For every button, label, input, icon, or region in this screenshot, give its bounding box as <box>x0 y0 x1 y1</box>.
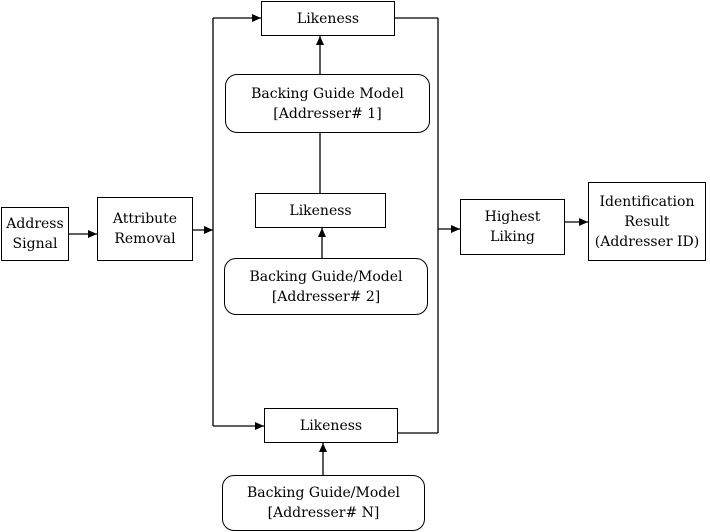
likeness-2-box: Likeness <box>255 193 386 228</box>
identification-result-line1: Identification <box>599 193 695 210</box>
model-2-box: Backing Guide/Model [Addresser# 2] <box>224 258 428 315</box>
model-n-line1: Backing Guide/Model <box>247 485 400 501</box>
likeness-n-label: Likeness <box>299 417 363 434</box>
likeness-1-label: Likeness <box>296 10 360 27</box>
identification-result-line2: Result <box>624 213 670 230</box>
address-signal-line1: Address <box>6 216 64 232</box>
likeness-1-box: Likeness <box>261 1 395 36</box>
address-signal-line2: Signal <box>12 236 58 252</box>
likeness-n-box: Likeness <box>264 408 398 443</box>
model-1-line1: Backing Guide Model <box>251 85 404 102</box>
attribute-removal-line2: Removal <box>114 231 176 247</box>
model-1-line2: [Addresser# 1] <box>273 105 382 122</box>
model-n-line2: [Addresser# N] <box>267 505 380 521</box>
address-signal-box: Address Signal <box>1 207 69 261</box>
model-2-line2: [Addresser# 2] <box>271 288 381 305</box>
likeness-2-label: Likeness <box>289 202 352 219</box>
highest-liking-box: Highest Liking <box>460 199 565 255</box>
highest-liking-line2: Liking <box>490 229 535 245</box>
attribute-removal-line1: Attribute <box>112 211 178 227</box>
identification-result-box: Identification Result (Addresser ID) <box>588 182 706 261</box>
model-1-box: Backing Guide Model [Addresser# 1] <box>225 74 430 133</box>
identification-result-line3: (Addresser ID) <box>594 233 700 250</box>
highest-liking-line1: Highest <box>484 209 541 225</box>
model-n-box: Backing Guide/Model [Addresser# N] <box>222 475 425 531</box>
model-2-line1: Backing Guide/Model <box>249 268 403 285</box>
attribute-removal-box: Attribute Removal <box>97 197 193 261</box>
